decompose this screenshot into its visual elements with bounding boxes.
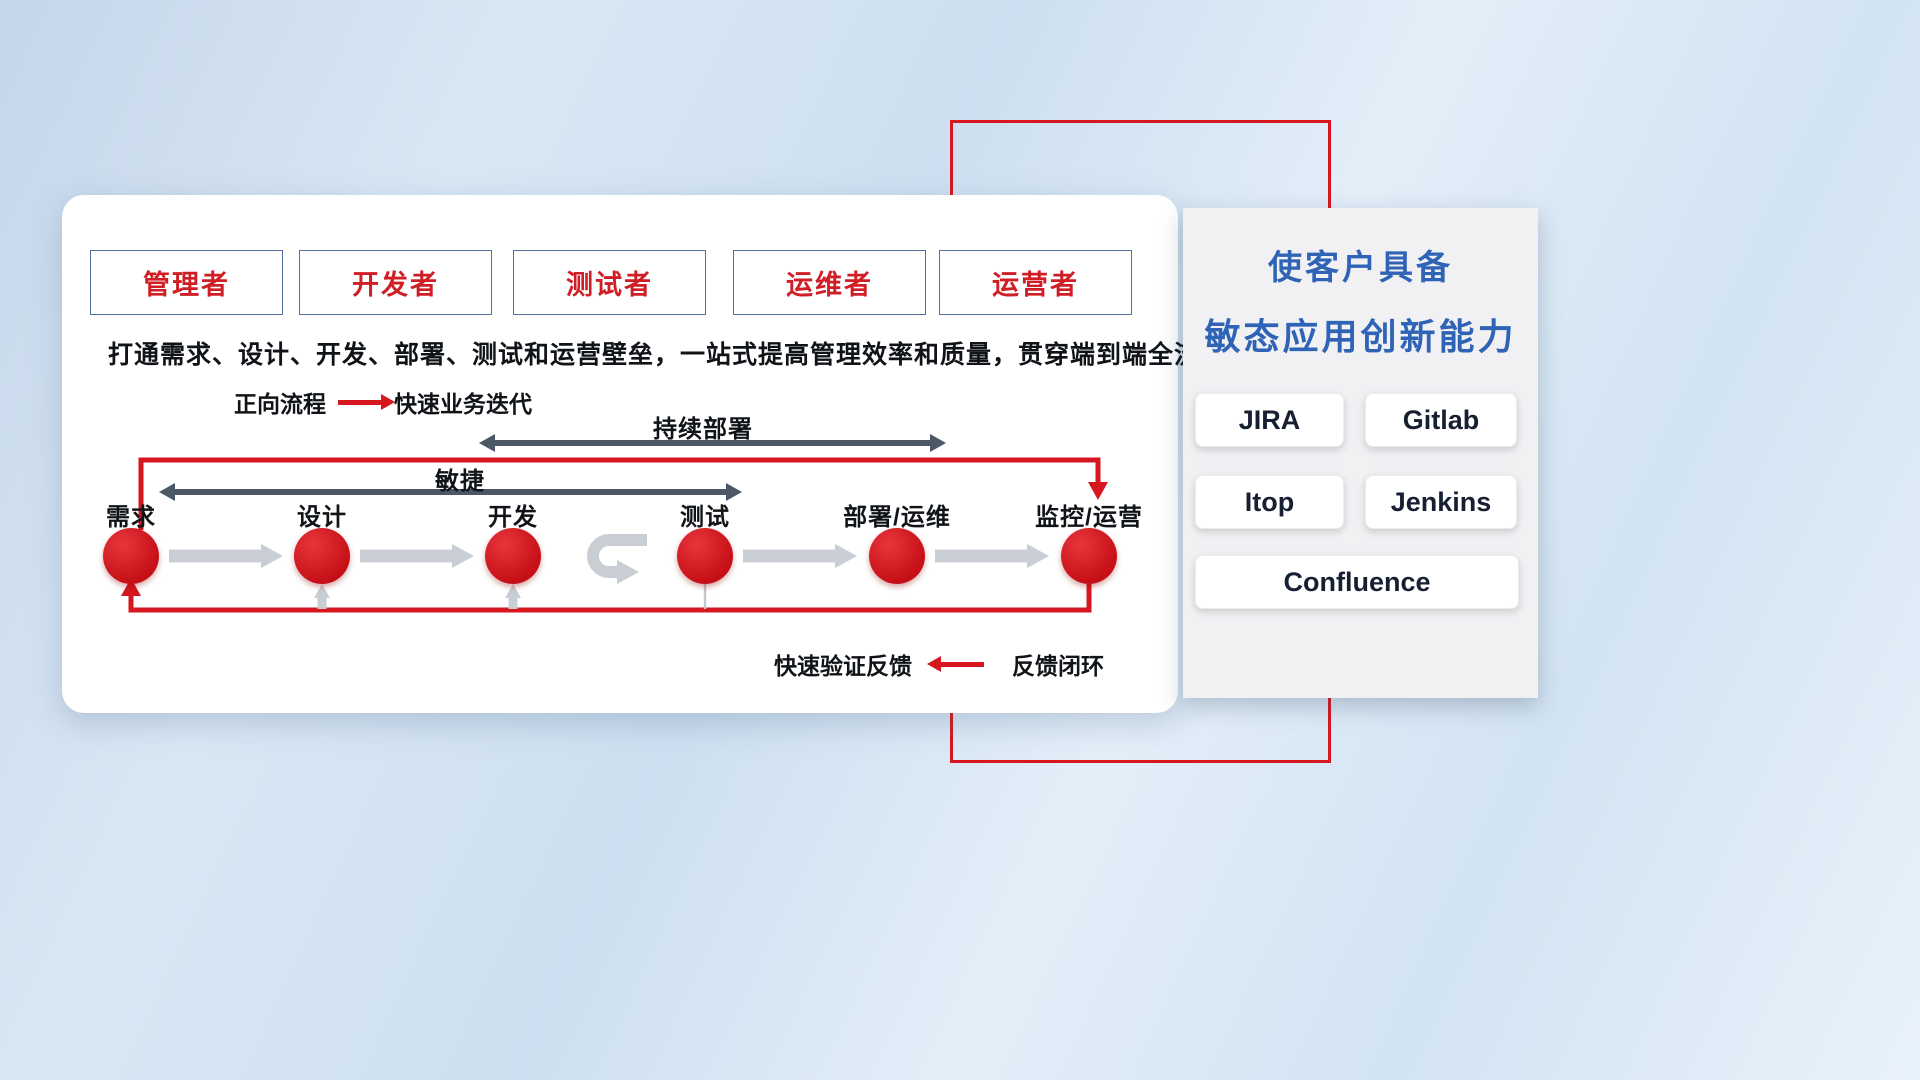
stage-node-requirements [103,528,159,584]
stage-label-design: 设计 [297,504,347,531]
tool-chip-jenkins: Jenkins [1365,475,1517,529]
iteration-uturn-arrow-icon [587,534,647,584]
stage-label-requirements: 需求 [106,504,156,531]
role-box-ops: 运维者 [733,250,926,315]
stage-label-develop: 开发 [488,504,538,531]
legend-forward-desc: 快速业务迭代 [394,391,532,417]
red-loop-bottom-path [121,578,1092,613]
stage-node-monitor-ops [1061,528,1117,584]
stage-node-develop [485,528,541,584]
role-box-developer: 开发者 [299,250,492,315]
capability-title-line2: 敏态应用创新能力 [1204,316,1517,357]
tool-chip-gitlab: Gitlab [1365,393,1517,447]
legend-forward-label: 正向流程 [234,391,326,417]
stage-label-monitor-ops: 监控/运营 [1035,504,1143,531]
red-arrow-right-icon [338,393,395,410]
role-box-manager: 管理者 [90,250,283,315]
continuous-deploy-label: 持续部署 [653,416,753,443]
tool-chip-itop: Itop [1195,475,1344,529]
legend-feedback: 快速验证反馈 反馈闭环 [774,647,1104,681]
stage-node-test [677,528,733,584]
stage-node-design [294,528,350,584]
flow-subtitle: 打通需求、设计、开发、部署、测试和运营壁垒，一站式提高管理效率和质量，贯穿端到端… [108,341,1227,369]
capability-panel: 使客户具备 敏态应用创新能力 JIRA Gitlab Itop Jenkins … [1183,208,1538,698]
tool-chip-confluence: Confluence [1195,555,1519,609]
role-box-tester: 测试者 [513,250,706,315]
legend-feedback-desc: 反馈闭环 [1012,653,1104,679]
role-box-operator: 运营者 [939,250,1132,315]
stage-label-deploy-ops: 部署/运维 [843,504,951,531]
capability-title-line1: 使客户具备 [1268,249,1453,287]
agile-label: 敏捷 [435,468,485,495]
devops-flow-panel: 管理者 开发者 测试者 运维者 运营者 打通需求、设计、开发、部署、测试和运营壁… [62,195,1227,713]
stage-node-deploy-ops [869,528,925,584]
stage-label-test: 测试 [680,504,730,531]
red-arrow-left-icon [927,655,984,672]
legend-feedback-label: 快速验证反馈 [774,653,912,679]
tool-chip-jira: JIRA [1195,393,1344,447]
legend-forward: 正向流程 快速业务迭代 [234,385,532,419]
